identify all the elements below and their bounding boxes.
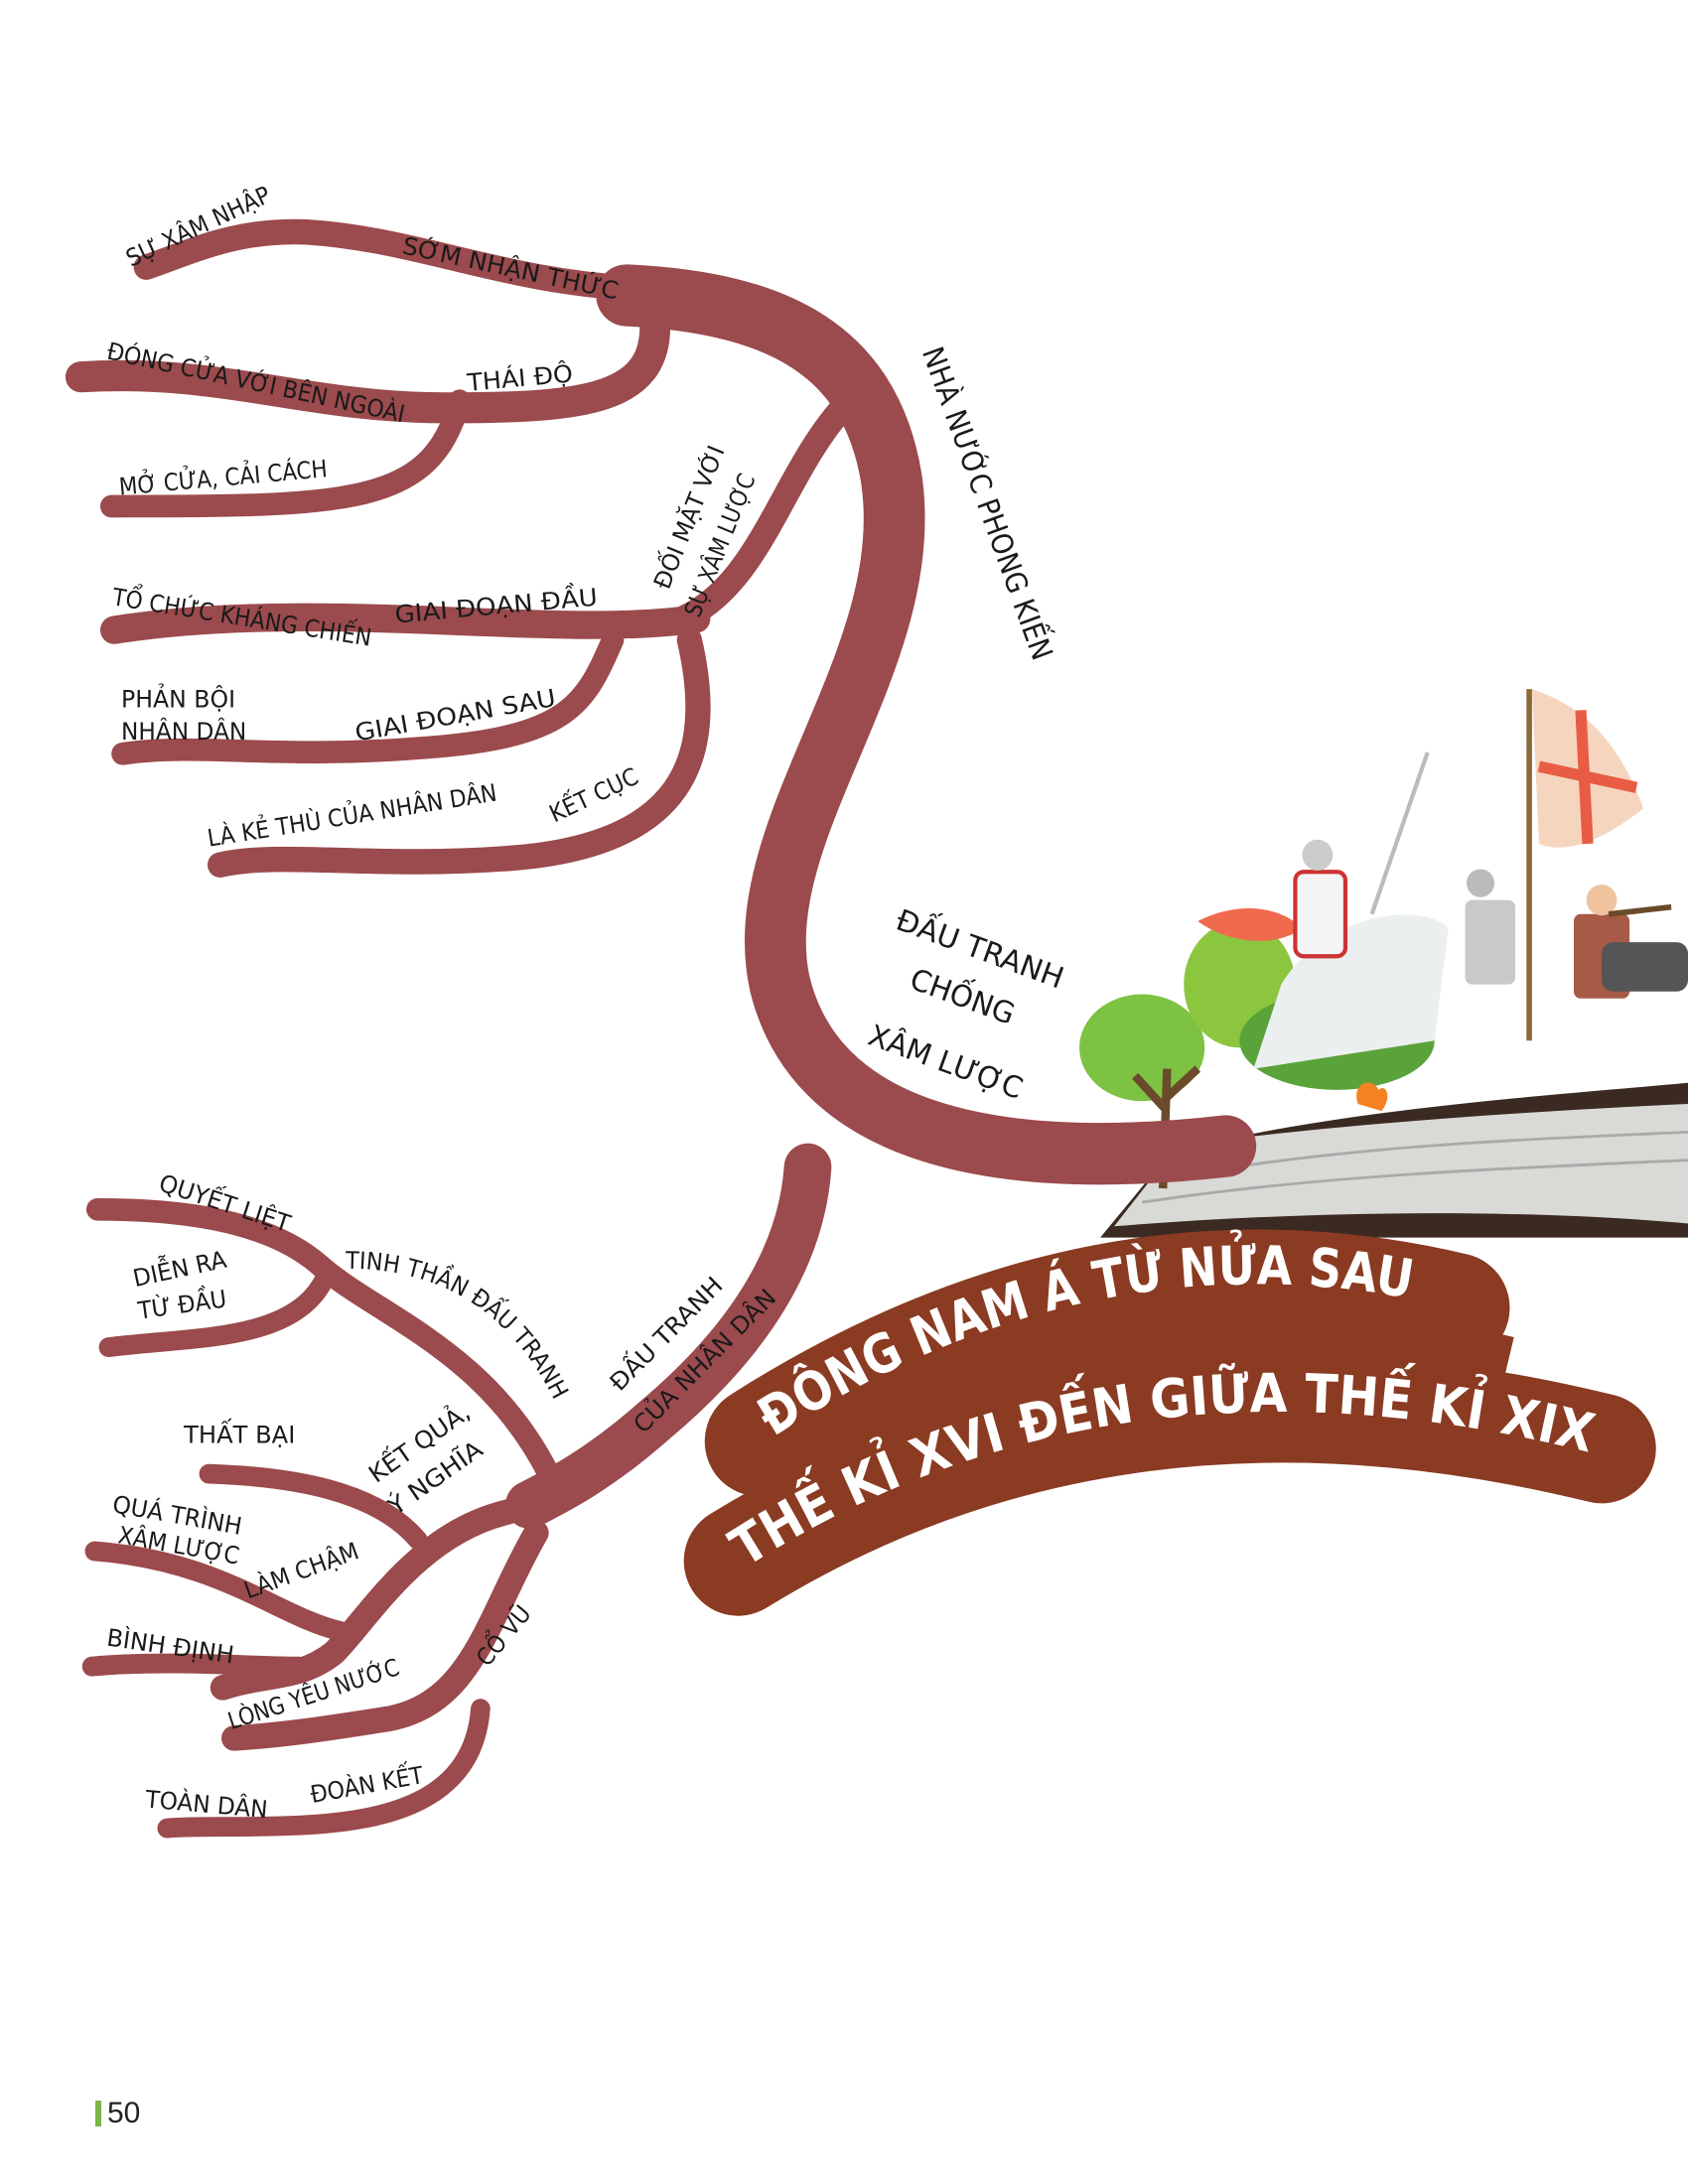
page-number: 50: [95, 2097, 140, 2130]
page-number-marker: [95, 2101, 101, 2126]
leaf-early-1: DIỄN RA: [129, 1241, 229, 1294]
page-number-text: 50: [107, 2097, 141, 2129]
leaf-whole-people: TOÀN DÂN: [143, 1784, 268, 1824]
label-spirit: TINH THẦN ĐẤU TRANH: [345, 1247, 574, 1404]
leaf-betray-2: NHÂN DÂN: [121, 717, 246, 746]
label-awareness: SỚM NHẬN THỨC: [400, 229, 622, 305]
book-illustration: [1079, 689, 1688, 1238]
leaf-failure: THẤT BẠI: [183, 1417, 295, 1448]
labels: NHÀ NƯỚC PHONG KIẾN SỚM NHẬN THỨC SỰ XÂM…: [104, 180, 1069, 1824]
leaf-enemy: LÀ KẺ THÙ CỦA NHÂN DÂN: [206, 775, 499, 852]
leaf-betray-1: PHẢN BỘI: [121, 682, 235, 713]
branches: [65, 218, 1257, 1839]
title-banner: ĐÔNG NAM Á TỪ NỬA SAU THẾ KỈ XVI ĐẾN GIỮ…: [683, 1229, 1656, 1616]
label-feudal-state: NHÀ NƯỚC PHONG KIẾN: [915, 341, 1062, 664]
label-slow: LÀM CHẬM: [240, 1536, 362, 1604]
